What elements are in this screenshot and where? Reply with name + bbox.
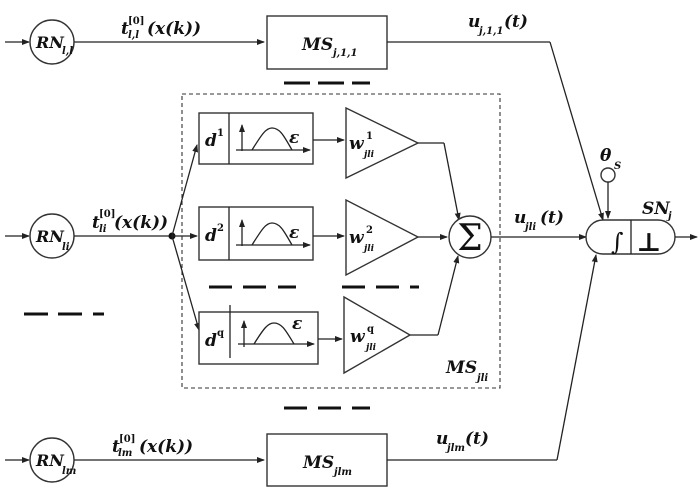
- weight-label: w: [349, 134, 365, 154]
- delay-label: d: [205, 331, 217, 351]
- theta-label: θ: [600, 146, 612, 166]
- connection-ms-m-to-sn: [556, 254, 598, 461]
- weight-amplifier-2: [345, 198, 420, 277]
- synapse-block-ms-m: MS jlm: [266, 433, 388, 487]
- weight-subscript: jli: [362, 150, 375, 160]
- expanded-synapse-frame: [181, 93, 501, 389]
- signal-label-rn-i: t [0] li (x(k)): [92, 209, 168, 235]
- weight-label: w: [349, 228, 365, 248]
- output-argument: (t): [465, 429, 489, 449]
- weight-label: w: [350, 327, 366, 347]
- signal-label-rn-1: t [0] l,l (x(k)): [121, 16, 201, 41]
- signal-argument: (x(k)): [114, 213, 168, 233]
- delay-path-q: d q ε w q jli: [198, 255, 460, 375]
- threshold-node: [600, 167, 616, 183]
- weight-superscript: 2: [366, 225, 373, 236]
- kernel-plot-icon: [236, 219, 311, 248]
- ms-i-subscript: jli: [475, 373, 488, 384]
- delay-superscript: 2: [217, 223, 224, 234]
- delay-box-1: [198, 112, 314, 165]
- weight-q-to-summer: [437, 255, 460, 336]
- kernel-label: ε: [289, 128, 299, 148]
- signal-label-rn-m: t [0] lm (x(k)): [112, 434, 193, 459]
- branch-to-delay-q: [171, 235, 200, 331]
- rn-1-label: RN: [35, 33, 65, 52]
- weight-amplifier-q: [343, 295, 412, 375]
- kernel-plot-icon: [238, 320, 315, 347]
- ms-m-box: [266, 433, 388, 487]
- weight-superscript: 1: [366, 131, 373, 142]
- output-subscript: jlm: [445, 443, 465, 454]
- receptive-neuron-rn-m: RN lm: [29, 437, 76, 483]
- ms-1-subscript: j,1,1: [331, 48, 358, 59]
- signal-base: t: [121, 19, 129, 39]
- sn-subscript: j: [666, 211, 672, 222]
- expanded-synapse-label: MS jli: [445, 358, 488, 384]
- rn-i-label: RN: [35, 227, 65, 246]
- branch-to-delay-1: [171, 144, 199, 237]
- signal-argument: (x(k)): [139, 437, 193, 457]
- receptive-neuron-rn-1: RN l,l: [29, 19, 75, 65]
- rn-m-subscript: lm: [62, 466, 76, 477]
- signal-base: t: [92, 213, 100, 233]
- signal-argument: (x(k)): [147, 19, 201, 39]
- output-base: u: [514, 208, 526, 228]
- rn-m-label: RN: [35, 451, 65, 470]
- sn-label: SN: [642, 199, 671, 219]
- output-subscript: j,1,1: [477, 26, 504, 37]
- output-argument: (t): [540, 208, 564, 228]
- receptive-neuron-rn-i: RN li: [29, 213, 75, 259]
- integrator-icon: ∫: [611, 228, 624, 256]
- signal-superscript: [0]: [99, 209, 115, 220]
- weight-superscript: q: [367, 324, 374, 335]
- ms-1-label: MS: [301, 35, 333, 55]
- output-label-ms-1: u j,1,1 (t): [468, 12, 528, 37]
- kernel-plot-icon: [236, 124, 311, 153]
- output-subscript: jli: [523, 222, 536, 233]
- ms-1-box: [266, 15, 388, 70]
- row-middle: RN li t [0] li (x(k)): [5, 144, 200, 331]
- output-base: u: [468, 12, 480, 32]
- weight-subscript: jli: [362, 244, 375, 254]
- rn-i-subscript: li: [62, 242, 70, 253]
- row-top: RN l,l t [0] l,l (x(k)) MS j,1,1 u j,1,1…: [5, 12, 604, 221]
- weight-amplifier-1: [345, 106, 420, 180]
- kernel-label: ε: [292, 314, 302, 334]
- signal-superscript: [0]: [128, 16, 144, 27]
- summer-node: Σ: [448, 215, 492, 259]
- signal-subscript: l,l: [128, 30, 139, 41]
- sigma-icon: Σ: [457, 218, 482, 259]
- weight-1-to-summer: [443, 142, 461, 221]
- theta-subscript: S: [614, 161, 621, 172]
- kernel-label: ε: [289, 223, 299, 243]
- signal-subscript: li: [99, 224, 107, 235]
- output-argument: (t): [504, 12, 528, 32]
- synapse-block-ms-1: MS j,1,1: [266, 15, 388, 70]
- row-bottom: RN lm t [0] lm (x(k)) MS jlm u jlm (t): [5, 254, 598, 487]
- signal-superscript: [0]: [119, 434, 135, 445]
- spiking-neuron-sn: ∫ ⊥ SN j: [585, 199, 676, 258]
- rn-1-subscript: l,l: [62, 46, 73, 57]
- delay-path-1: d 1 ε w 1 jli: [198, 106, 461, 221]
- delay-path-2: d 2 ε w 2 jli: [198, 198, 448, 277]
- delay-superscript: 1: [217, 128, 224, 139]
- ms-m-label: MS: [302, 453, 334, 473]
- delay-box-2: [198, 206, 314, 261]
- signal-subscript: lm: [118, 448, 132, 459]
- output-label-ms-i: u jli (t): [514, 208, 564, 233]
- signal-base: t: [112, 437, 120, 457]
- delay-superscript: q: [217, 328, 224, 339]
- connection-ms-1-to-sn: [549, 41, 604, 221]
- delay-label: d: [205, 131, 217, 151]
- ms-i-label: MS: [445, 358, 477, 378]
- threshold-icon: ⊥: [637, 228, 662, 258]
- weight-subscript: jli: [364, 343, 377, 353]
- delay-label: d: [205, 226, 217, 246]
- threshold-input: θ S: [600, 146, 621, 219]
- output-base: u: [436, 429, 448, 449]
- output-label-ms-m: u jlm (t): [436, 429, 489, 454]
- ms-m-subscript: jlm: [332, 467, 352, 478]
